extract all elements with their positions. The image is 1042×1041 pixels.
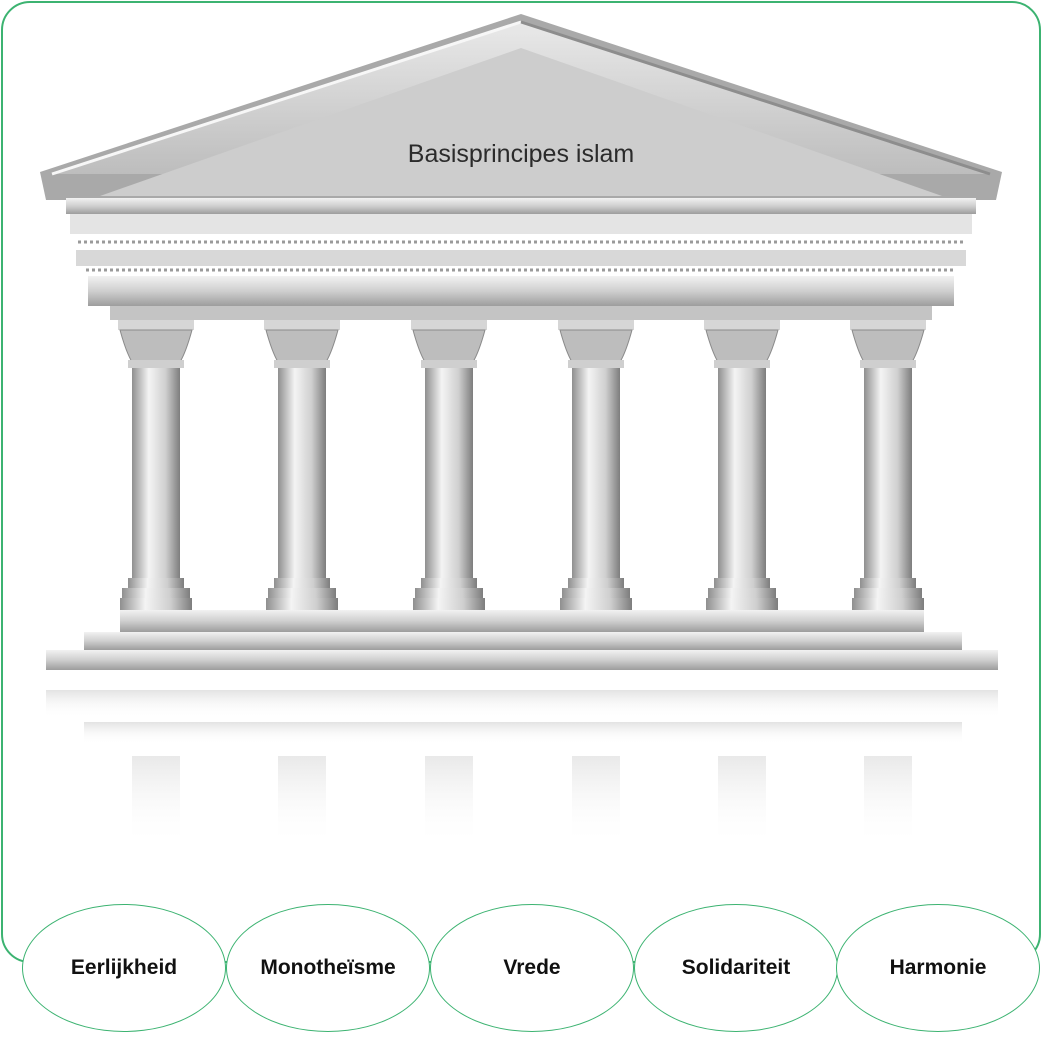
temple-columns [118,320,926,610]
column-reflection [425,756,473,846]
temple-column [558,320,634,610]
column-reflection [572,756,620,846]
pillar-harmonie: Harmonie [836,904,1040,1032]
column-reflection [864,756,912,846]
temple-steps [46,610,998,670]
column-reflection [132,756,180,846]
diagram-title: Basisprincipes islam [407,140,635,168]
column-reflection [718,756,766,846]
temple-column [850,320,926,610]
temple-column [264,320,340,610]
column-reflection [278,756,326,846]
pillar-label: Vrede [503,956,561,979]
temple-column [704,320,780,610]
temple-entablature [66,198,976,320]
pillar-eerlijkheid: Eerlijkheid [22,904,226,1032]
pillar-label: Monotheïsme [260,956,396,979]
temple-column [118,320,194,610]
pillar-label: Eerlijkheid [70,956,178,979]
pillar-vrede: Vrede [430,904,634,1032]
temple-roof [40,14,1002,200]
temple-column [411,320,487,610]
pillar-label: Solidariteit [681,956,791,979]
temple-reflection [46,690,998,846]
pillar-label: Harmonie [889,956,987,979]
pillar-solidariteit: Solidariteit [634,904,838,1032]
pillar-monotheisme: Monotheïsme [226,904,430,1032]
